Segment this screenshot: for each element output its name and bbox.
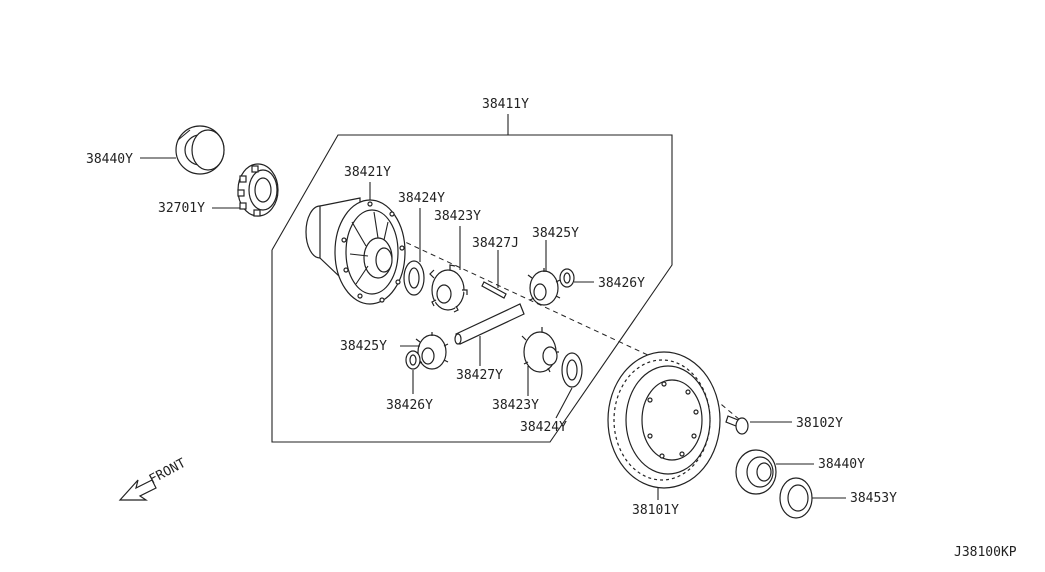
pinion-washer-lower-part xyxy=(405,350,421,370)
label-seal-right: 38440Y xyxy=(818,457,865,472)
ring-gear-part xyxy=(607,351,721,489)
label-shim: 38453Y xyxy=(850,491,897,506)
oil-seal-right-part xyxy=(735,449,777,495)
label-bearing-left: 32701Y xyxy=(158,201,205,216)
label-ring-gear: 38101Y xyxy=(632,503,679,518)
side-washer-lower-part xyxy=(561,352,583,388)
oil-seal-left-part xyxy=(175,125,225,175)
label-seal-left: 38440Y xyxy=(86,152,133,167)
label-pinion-lower: 38425Y xyxy=(340,339,387,354)
front-direction-label: FRONT xyxy=(147,456,189,488)
bearing-left-part xyxy=(237,163,279,217)
bolt-part xyxy=(725,415,749,435)
shim-part xyxy=(779,477,813,519)
diagram-code: J38100KP xyxy=(954,545,1017,560)
label-washer-side-lower: 38424Y xyxy=(520,420,567,435)
label-assembly: 38411Y xyxy=(482,97,529,112)
label-gear-side-upper: 38423Y xyxy=(434,209,481,224)
pin-part xyxy=(481,281,507,299)
label-washer-side-upper: 38424Y xyxy=(398,191,445,206)
front-arrow-icon xyxy=(118,479,157,501)
label-pin: 38427J xyxy=(472,236,519,251)
pinion-shaft-part xyxy=(454,303,525,345)
differential-case-part xyxy=(305,197,406,305)
pinion-upper-part xyxy=(527,268,561,306)
pinion-lower-part xyxy=(415,332,449,370)
pinion-washer-upper-part xyxy=(559,268,575,288)
label-case: 38421Y xyxy=(344,165,391,180)
label-gear-side-lower: 38423Y xyxy=(492,398,539,413)
label-bolt: 38102Y xyxy=(796,416,843,431)
label-pinion-upper: 38425Y xyxy=(532,226,579,241)
leader-washer-lower xyxy=(555,387,573,419)
side-gear-upper-part xyxy=(429,264,468,313)
side-washer-upper-part xyxy=(403,260,425,296)
label-washer-pinion-upper: 38426Y xyxy=(598,276,645,291)
assembly-outline xyxy=(271,114,673,443)
label-shaft: 38427Y xyxy=(456,368,503,383)
label-washer-pinion-lower: 38426Y xyxy=(386,398,433,413)
side-gear-lower-part xyxy=(521,327,559,373)
